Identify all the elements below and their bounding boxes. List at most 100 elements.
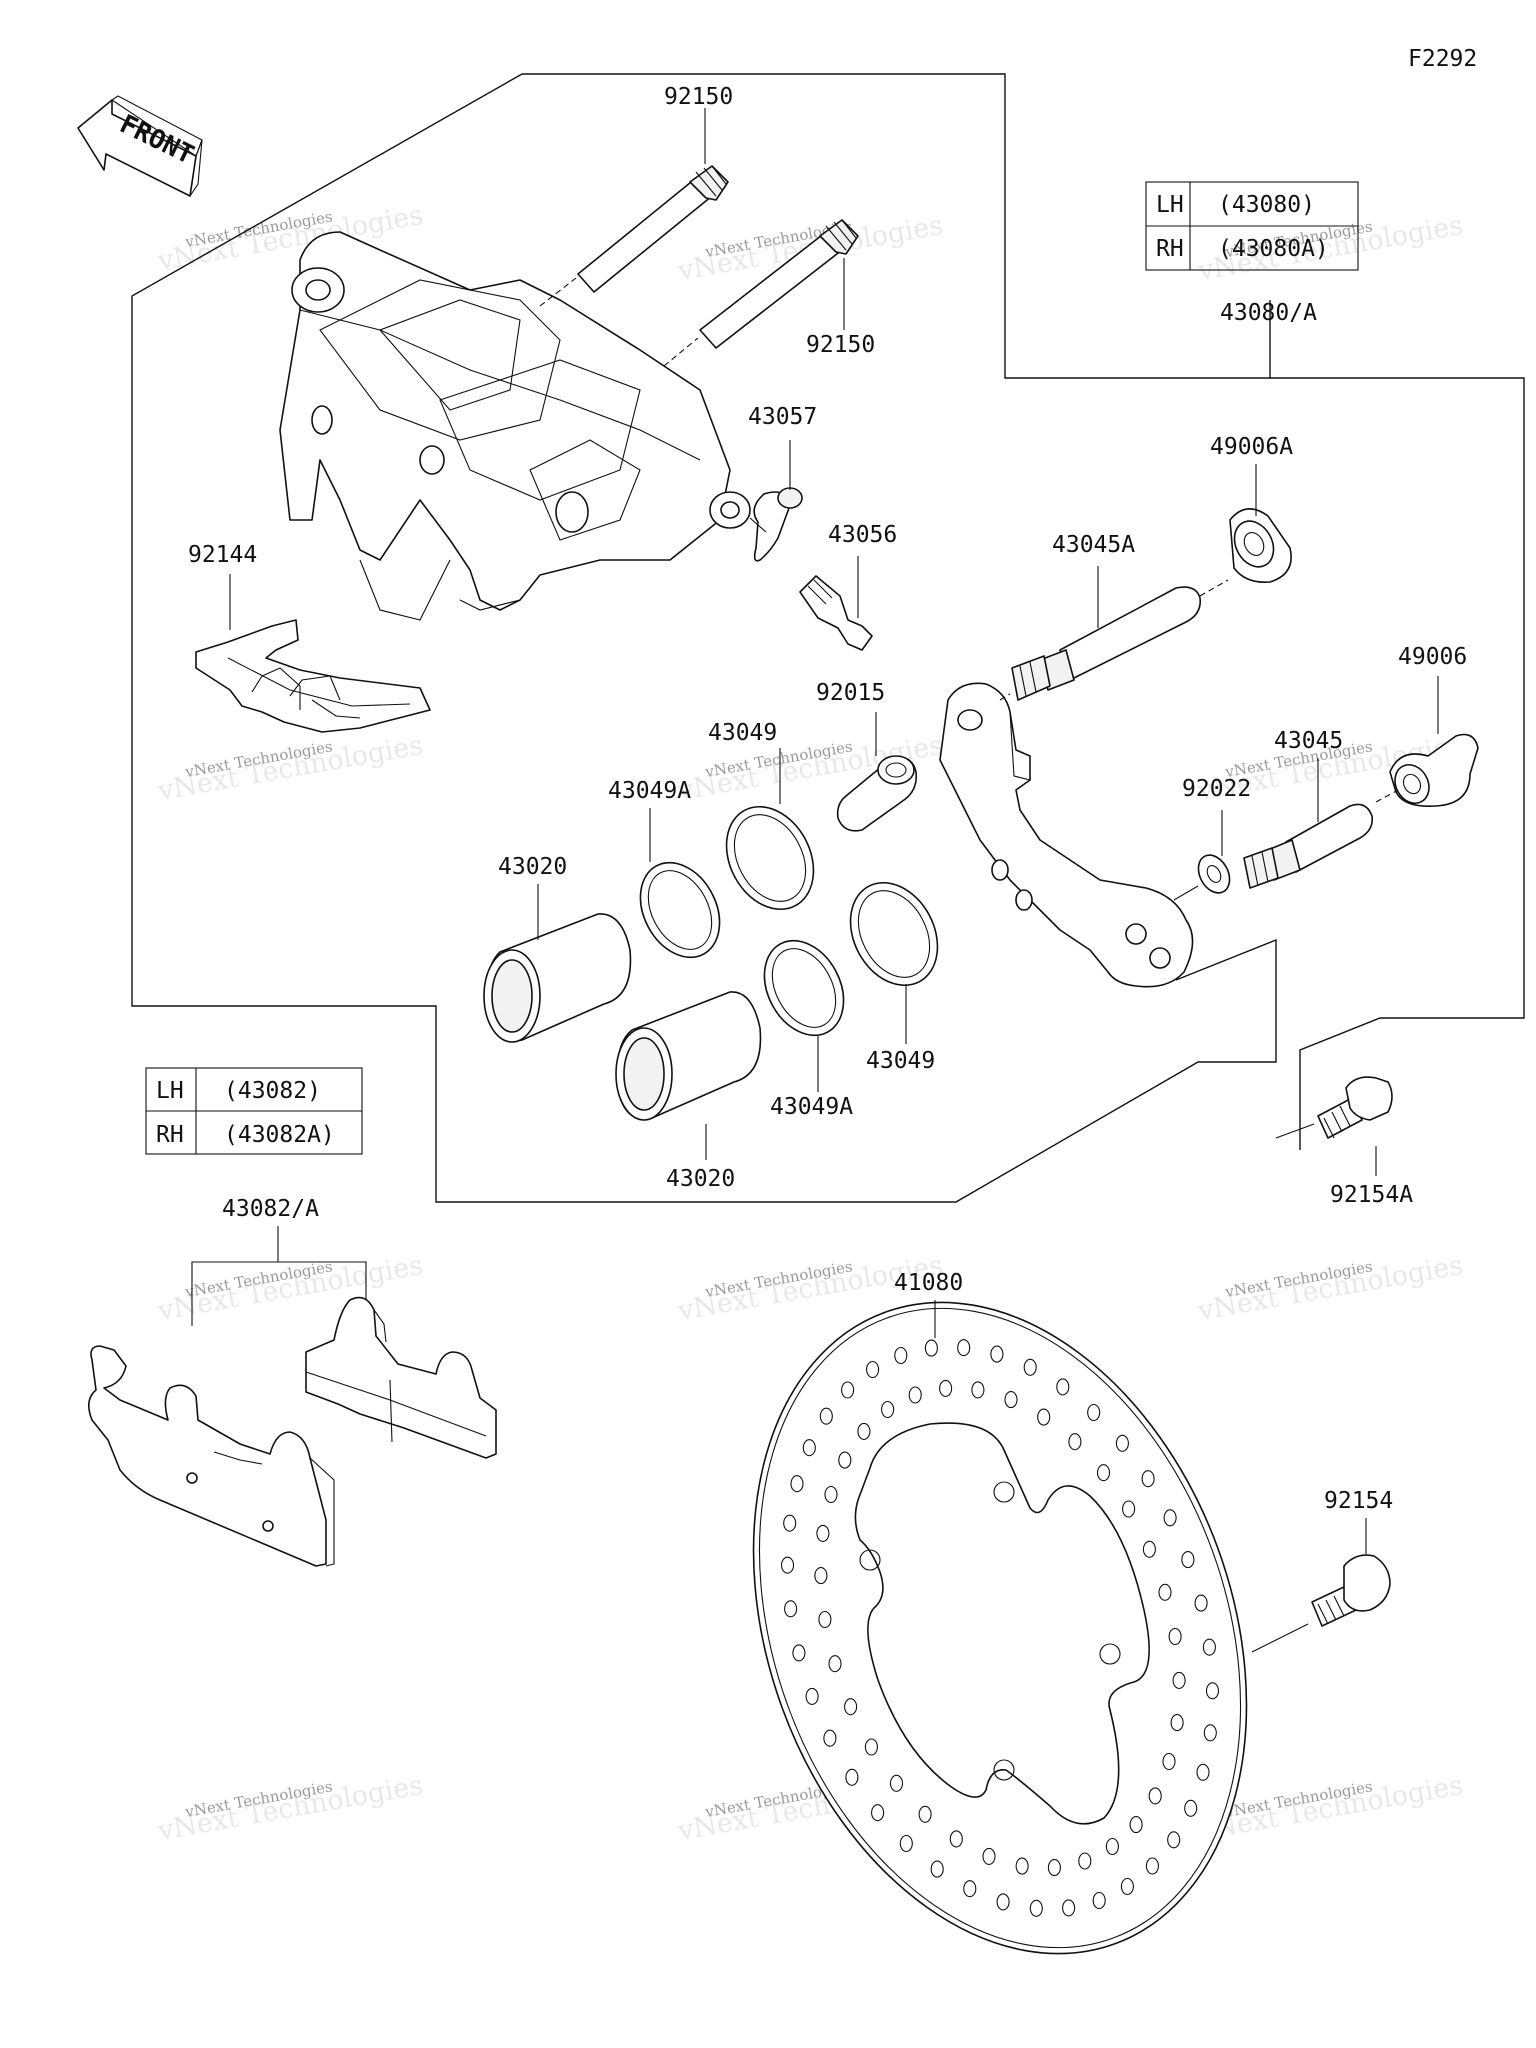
label-41080: 41080 xyxy=(894,1270,963,1296)
disc-hole xyxy=(1105,1837,1119,1856)
disc-hole xyxy=(971,1381,985,1399)
label-92154: 92154 xyxy=(1324,1488,1393,1514)
figure-code: F2292 xyxy=(1408,46,1477,72)
caliper-rh-side: RH xyxy=(1156,236,1184,262)
disc-hole xyxy=(1078,1852,1092,1870)
label-43020-bottom: 43020 xyxy=(666,1166,735,1192)
pin-boot-lower xyxy=(1389,733,1479,808)
disc-hole xyxy=(1120,1877,1134,1896)
disc-hole xyxy=(1162,1752,1176,1771)
disc-hole xyxy=(1196,1763,1210,1781)
bleeder-cap xyxy=(753,487,803,562)
label-43049-top: 43049 xyxy=(708,720,777,746)
disc-hole xyxy=(1203,1724,1217,1742)
brake-disc xyxy=(752,1301,1248,1955)
disc-hole xyxy=(1170,1714,1184,1732)
bleeder-valve xyxy=(799,575,873,651)
disc-hole xyxy=(949,1830,963,1848)
disc-hole xyxy=(1168,1627,1182,1646)
piston-upper xyxy=(483,913,632,1043)
label-43056: 43056 xyxy=(828,522,897,548)
disc-hole xyxy=(864,1738,878,1756)
disc-hole xyxy=(1122,1500,1136,1518)
label-92154A: 92154A xyxy=(1330,1182,1413,1208)
disc-hole xyxy=(805,1687,819,1705)
label-92150-top: 92150 xyxy=(664,84,733,110)
part-labels: 92150 92150 43080/A 43057 49006A 43056 4… xyxy=(188,84,1467,1514)
disc-hole xyxy=(1158,1583,1172,1601)
dust-seal-upper xyxy=(639,861,721,959)
dust-seal-lower xyxy=(763,939,845,1037)
label-43045A: 43045A xyxy=(1052,532,1135,558)
disc-hole xyxy=(889,1774,904,1792)
disc-hole xyxy=(899,1834,913,1853)
disc-hole xyxy=(792,1644,806,1662)
disc-hole xyxy=(996,1893,1010,1911)
front-arrow-icon: FRONT xyxy=(77,95,203,197)
disc-holes xyxy=(780,1339,1220,1917)
disc-hole xyxy=(783,1514,797,1532)
disc-hole xyxy=(1004,1391,1018,1409)
disc-hole xyxy=(1172,1671,1186,1689)
disc-hole xyxy=(1163,1509,1177,1527)
pads-rh-side: RH xyxy=(156,1122,184,1148)
disc-hole xyxy=(819,1407,833,1425)
disc-hole xyxy=(844,1698,858,1716)
disc-hole xyxy=(780,1556,795,1574)
disc-hole xyxy=(1029,1899,1043,1917)
disc-hole xyxy=(1141,1470,1155,1488)
caliper-body xyxy=(279,231,751,621)
label-43020-top: 43020 xyxy=(498,854,567,880)
disc-hole xyxy=(1115,1434,1129,1452)
disc-hole xyxy=(1068,1433,1082,1451)
caliper-lh-part: (43080) xyxy=(1218,192,1315,218)
bracket-pin-lower xyxy=(1243,803,1374,889)
label-92015: 92015 xyxy=(816,680,885,706)
washer xyxy=(1197,854,1231,894)
disc-hole xyxy=(1181,1551,1195,1569)
piston-seal-upper xyxy=(725,805,815,911)
bracket-bolt xyxy=(1317,1076,1393,1139)
disc-hole xyxy=(930,1860,944,1878)
label-43045: 43045 xyxy=(1274,728,1343,754)
label-49006: 49006 xyxy=(1398,644,1467,670)
disc-hole xyxy=(918,1805,932,1823)
caliper-bracket xyxy=(939,682,1194,988)
disc-hole xyxy=(818,1610,832,1629)
disc-hole xyxy=(823,1729,837,1747)
disc-hole xyxy=(790,1475,804,1493)
disc-hole xyxy=(957,1339,971,1357)
disc-hole xyxy=(816,1524,830,1542)
pin-boot-upper xyxy=(1229,508,1292,584)
pads-rh-part: (43082A) xyxy=(224,1122,335,1148)
disc-hole xyxy=(857,1422,871,1440)
disc-hole xyxy=(1202,1638,1216,1656)
label-92022: 92022 xyxy=(1182,776,1251,802)
caliper-side-table: LH (43080) RH (43080A) xyxy=(1145,181,1359,271)
pads-lh-part: (43082) xyxy=(224,1078,321,1104)
label-43082: 43082/A xyxy=(222,1196,319,1222)
disc-hole xyxy=(963,1880,977,1898)
disc-hole xyxy=(814,1567,828,1585)
disc-hole xyxy=(828,1655,842,1673)
slide-pin-lower xyxy=(699,219,859,349)
label-92150-bottom: 92150 xyxy=(806,332,875,358)
disc-hole xyxy=(1092,1891,1106,1910)
brake-pad-rear xyxy=(305,1296,497,1459)
disc-hole xyxy=(1194,1594,1208,1612)
disc-hole xyxy=(924,1339,938,1357)
leader-lines xyxy=(191,108,1439,1554)
disc-bolt xyxy=(1311,1554,1391,1627)
pad-spring xyxy=(195,619,431,733)
pad-side-table: LH (43082) RH (43082A) xyxy=(145,1067,363,1155)
disc-hole xyxy=(866,1360,880,1379)
piston-lower xyxy=(615,991,762,1121)
disc-hole xyxy=(841,1381,855,1399)
disc-hole xyxy=(1056,1378,1070,1396)
disc-hole xyxy=(1087,1403,1101,1422)
disc-hole xyxy=(1142,1540,1156,1558)
disc-hole xyxy=(1037,1408,1051,1426)
disc-hole xyxy=(939,1379,953,1397)
caliper-assembly-boundary xyxy=(131,73,1277,1203)
